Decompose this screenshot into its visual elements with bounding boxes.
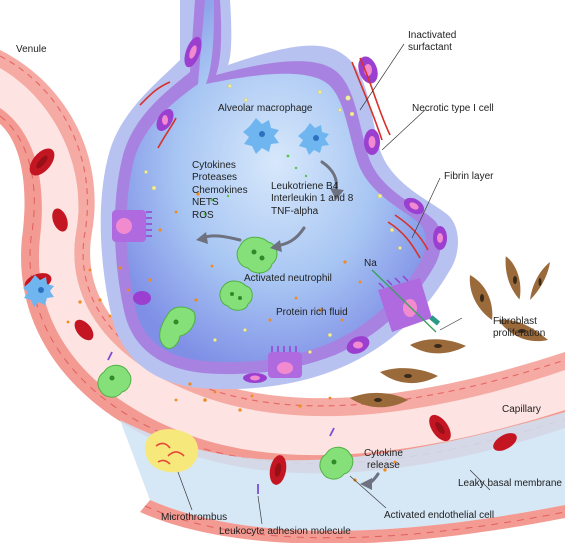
cytokine-particles [66,192,397,482]
label-venule: Venule [16,44,47,55]
chemokine-particles [203,154,308,216]
venule-outer-wall [0,50,565,417]
label-leaky-basal-membrane: Leaky basal membrane [458,478,562,489]
leukocyte-adhesion-molecules [107,351,335,494]
label-fibroblast-proliferation: Fibroblast proliferation [493,316,546,339]
sodium-channel [429,315,441,326]
type-ii-cell-left [112,210,152,242]
fibroblast-nuclei [374,276,542,402]
label-mediators-right: Leukotriene B4 Interleukin 1 and 8 TNF-a… [271,181,354,217]
label-cytokine-release: Cytokine release [364,448,403,471]
type-ii-cell-bottom [268,346,302,378]
label-microthrombus: Microthrombus [161,512,228,523]
label-inactivated-surfactant: Inactivated surfactant [408,30,457,53]
label-fibrin-layer: Fibrin layer [444,171,494,182]
microthrombus [144,429,199,473]
label-alveolar-macrophage: Alveolar macrophage [218,103,313,114]
activated-neutrophils [97,236,354,480]
label-mediators-left: Cytokines Proteases Chemokines NETS ROS [192,160,248,221]
label-protein-rich-fluid: Protein rich fluid [276,307,348,318]
macrophage-nuclei [38,131,319,293]
epithelial-nuclei [162,45,443,381]
fibrin-layer [371,269,437,333]
type-ii-cell-right [378,275,432,332]
label-leukocyte-adhesion-molecule: Leukocyte adhesion molecule [219,526,351,537]
neutrophil-nuclei [109,249,337,465]
label-activated-endothelial-cell: Activated endothelial cell [384,510,495,521]
label-na: Na [364,258,377,269]
label-necrotic-type-i-cell: Necrotic type I cell [412,103,494,114]
alveolus [100,0,458,390]
arrow-heads [196,188,372,490]
leader-lines [177,43,491,525]
label-activated-neutrophil: Activated neutrophil [244,273,332,284]
surfactant-particles [144,83,402,354]
venule-body [0,68,565,456]
label-capillary: Capillary [502,404,541,415]
